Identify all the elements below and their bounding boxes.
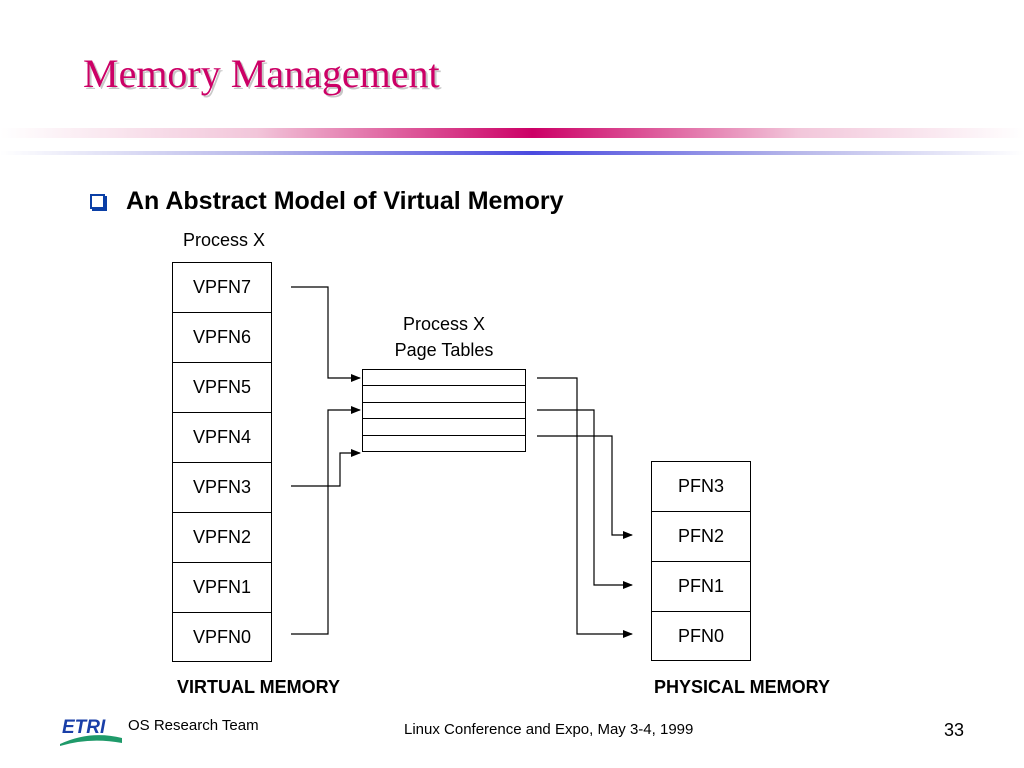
slide-title: Memory Management	[83, 51, 440, 96]
page-tables-title-line2: Page Tables	[394, 340, 494, 360]
virtual-cell-vpfn5: VPFN5	[173, 363, 271, 413]
page-tables-title-line1: Process X	[402, 314, 486, 334]
arrow-vpfn3-to-table	[291, 449, 361, 487]
page-table-entry	[363, 403, 525, 420]
title-divider-pink	[0, 128, 1024, 138]
arrow-table-to-pfn1	[537, 409, 633, 589]
physical-cell-pfn0: PFN0	[677, 625, 724, 646]
title-divider-blue	[0, 151, 1024, 155]
page-tables-title: Process X Page Tables	[362, 311, 526, 363]
virtual-cell-vpfn4: VPFN4	[173, 413, 271, 463]
arrow-vpfn0-to-table	[291, 406, 361, 635]
bullet-square-icon	[90, 194, 105, 209]
virtual-cell-vpfn3: VPFN3	[173, 463, 271, 513]
virtual-cell-vpfn0: VPFN0	[192, 626, 252, 647]
page-table-entry	[363, 370, 525, 387]
physical-cell-pfn1: PFN1	[652, 562, 750, 612]
etri-logo: ETRI	[60, 717, 122, 746]
page-table-entry	[363, 386, 525, 403]
etri-logo-text: ETRI	[62, 717, 106, 738]
arrow-table-to-pfn2	[537, 435, 633, 539]
physical-cell-pfn3: PFN3	[652, 462, 750, 512]
physical-memory-stack: PFN3 PFN2 PFN1 PFN0	[651, 461, 751, 661]
virtual-cell-vpfn7: VPFN7	[173, 263, 271, 313]
bullet-heading: An Abstract Model of Virtual Memory	[126, 187, 564, 215]
virtual-stack-title: Process X	[183, 230, 266, 250]
footer-event: Linux Conference and Expo, May 3-4, 1999	[404, 721, 694, 738]
virtual-cell-vpfn1: VPFN1	[173, 563, 271, 613]
arrow-table-to-pfn0	[537, 377, 633, 638]
virtual-memory-label: VIRTUAL MEMORY	[177, 677, 341, 697]
arrow-vpfn7-to-table	[291, 286, 361, 382]
page-table	[362, 369, 526, 452]
physical-cell-pfn2: PFN2	[652, 512, 750, 562]
footer-team: OS Research Team	[128, 717, 259, 734]
physical-memory-label: PHYSICAL MEMORY	[654, 677, 831, 697]
etri-logo-swoosh	[60, 735, 122, 746]
page-table-entry	[363, 419, 525, 436]
page-number: 33	[944, 720, 965, 740]
virtual-cell-vpfn2: VPFN2	[173, 513, 271, 563]
virtual-memory-stack: VPFN7 VPFN6 VPFN5 VPFN4 VPFN3 VPFN2 VPFN…	[172, 262, 272, 662]
virtual-cell-vpfn6: VPFN6	[173, 313, 271, 363]
